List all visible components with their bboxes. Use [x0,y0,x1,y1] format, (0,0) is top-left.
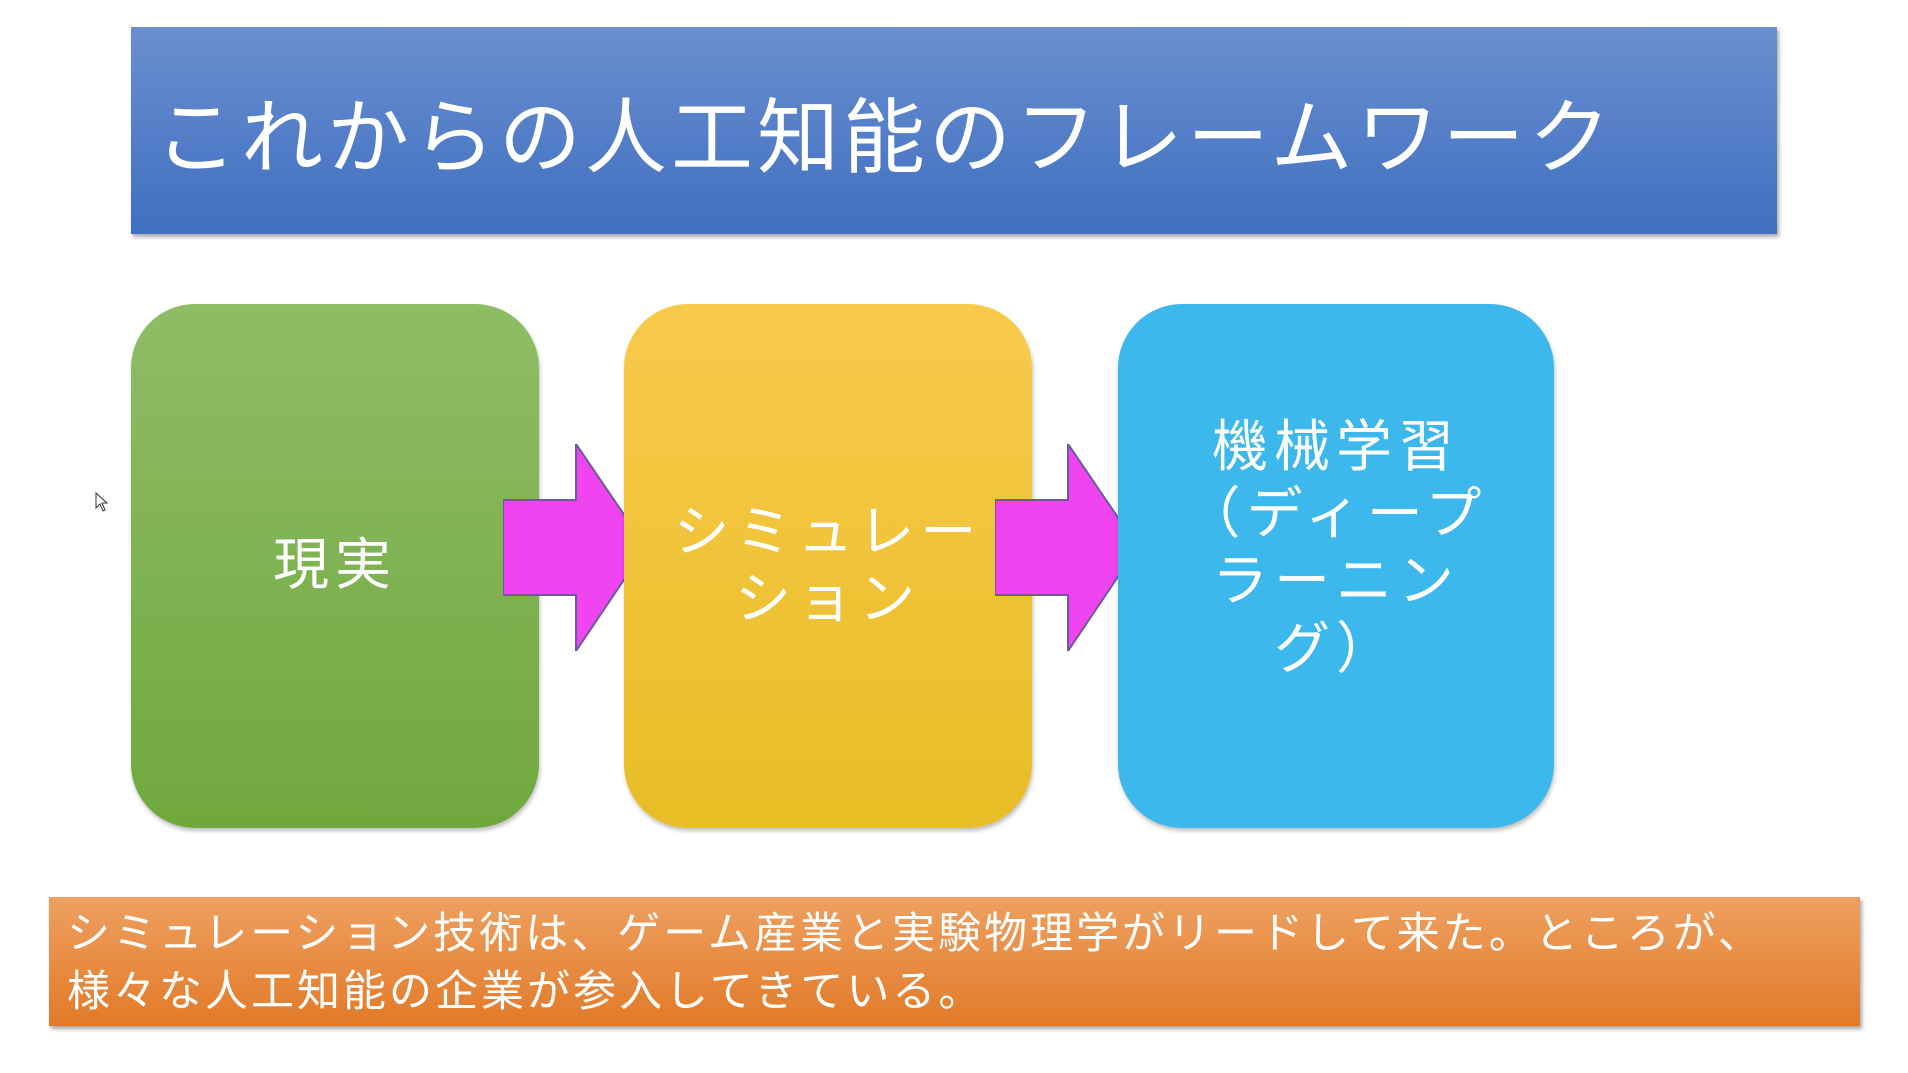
box-reality-label: 現実 [273,533,397,599]
arrow-right-icon [995,444,1138,651]
box-simulation-line: ション [735,567,921,632]
box-ml-line: ラーニン [1212,549,1460,615]
box-ml-line: グ） [1274,616,1398,682]
box-ml-line: （ディープ [1184,482,1488,548]
note-banner: シミュレーション技術は、ゲーム産業と実験物理学がリードして来た。ところが、 様々… [49,897,1860,1026]
arrow-right-icon [503,444,646,651]
slide-title-bar: これからの人工知能のフレームワーク [131,27,1777,234]
box-reality: 現実 [131,304,539,828]
mouse-pointer-icon [95,492,109,512]
box-simulation: シミュレー ション [624,304,1032,828]
box-simulation-line: シミュレー [673,499,983,565]
slide-title: これからの人工知能のフレームワーク [155,91,1615,186]
note-line: シミュレーション技術は、ゲーム産業と実験物理学がリードして来た。ところが、 [67,909,1764,959]
note-line: 様々な人工知能の企業が参入してきている。 [67,967,985,1017]
box-machine-learning: 機械学習 （ディープ ラーニン グ） [1118,304,1554,828]
box-ml-line: 機械学習 [1212,415,1460,480]
